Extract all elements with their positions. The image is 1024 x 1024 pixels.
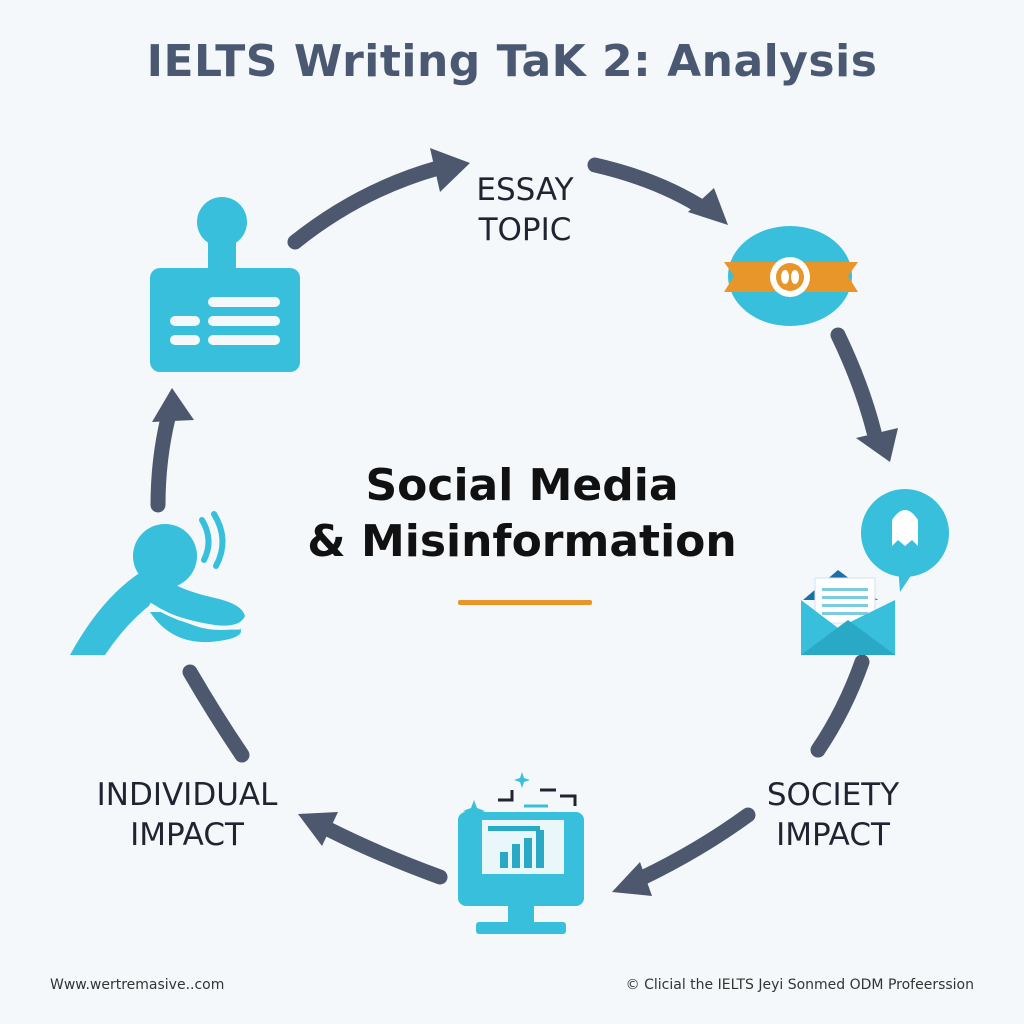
individual-impact-label: INDIVIDUAL IMPACT bbox=[92, 775, 282, 855]
society-impact-label: SOCIETY IMPACT bbox=[752, 775, 914, 855]
essay-topic-line1: ESSAY bbox=[476, 172, 574, 208]
arrow-person-to-profile bbox=[150, 410, 176, 513]
arrowhead-monitor bbox=[612, 862, 652, 896]
center-topic-line1: Social Media bbox=[365, 460, 679, 511]
arrowhead-chat bbox=[856, 428, 898, 462]
arrowhead-profile bbox=[152, 388, 194, 422]
footer-left: Www.wertremasive..com bbox=[50, 977, 225, 993]
footer-right: © Clicial the IELTS Jeyi Sonmed ODM Prof… bbox=[625, 977, 974, 993]
arrowhead-badge bbox=[688, 188, 728, 225]
stressed-person-icon bbox=[70, 511, 245, 655]
diagram-title: IELTS Writing TaK 2: Analysis bbox=[146, 36, 878, 87]
arrow-individual-to-person bbox=[182, 664, 250, 763]
society-impact-line1: SOCIETY bbox=[766, 777, 900, 813]
essay-topic-label: ESSAY TOPIC bbox=[450, 170, 600, 250]
profile-card-icon bbox=[150, 197, 300, 372]
individual-impact-line2: IMPACT bbox=[130, 817, 244, 853]
arrow-society-to-monitor bbox=[634, 807, 756, 886]
arrowhead-individual bbox=[298, 812, 338, 846]
ribbon-badge-icon bbox=[724, 226, 858, 326]
center-topic: Social Media & Misinformation bbox=[300, 458, 744, 570]
arrowhead-topic bbox=[430, 148, 470, 192]
center-topic-line2: & Misinformation bbox=[307, 516, 737, 567]
arrow-topic-to-badge bbox=[587, 157, 714, 218]
arrow-monitor-to-individual bbox=[322, 822, 448, 885]
arrow-profile-to-topic bbox=[287, 160, 446, 250]
arrow-badge-to-chat bbox=[830, 327, 882, 440]
society-impact-line2: IMPACT bbox=[776, 817, 890, 853]
analytics-monitor-icon bbox=[458, 772, 584, 934]
center-underline bbox=[458, 600, 592, 605]
arrow-chat-to-society bbox=[810, 654, 870, 758]
chat-envelope-icon bbox=[801, 489, 949, 655]
individual-impact-line1: INDIVIDUAL bbox=[96, 777, 278, 813]
essay-topic-line2: TOPIC bbox=[478, 212, 572, 248]
